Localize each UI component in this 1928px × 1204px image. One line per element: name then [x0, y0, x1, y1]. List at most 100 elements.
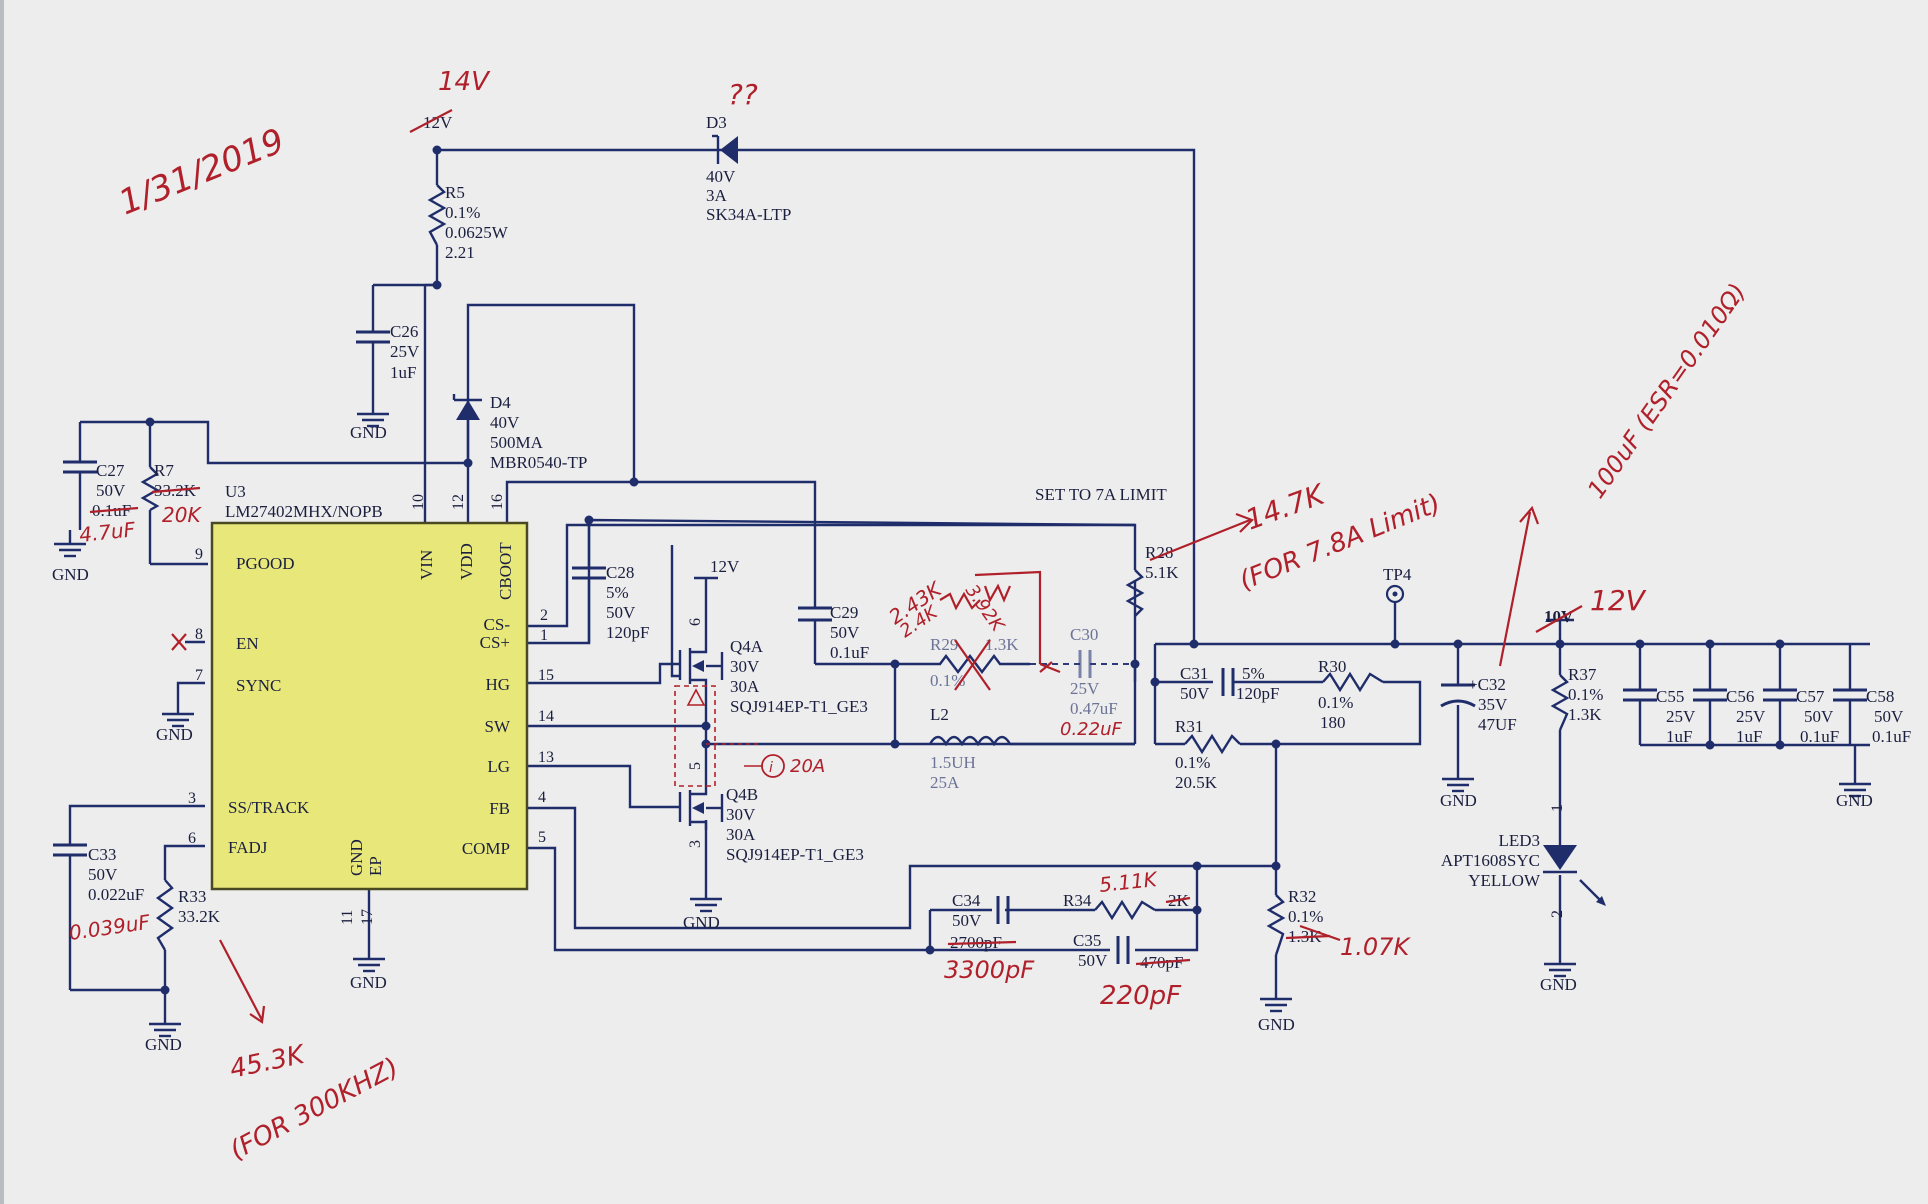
pin-en: EN [236, 634, 259, 653]
r5-tol: 0.1% [445, 203, 480, 222]
pin-num-1: 1 [540, 627, 548, 644]
pin-hg: HG [485, 675, 510, 694]
c30-voltage: 25V [1070, 679, 1100, 698]
c30-capacitor [1030, 650, 1135, 678]
c33-capacitor [53, 843, 87, 857]
c27-gnd-label: GND [52, 565, 89, 584]
pin-fb: FB [489, 799, 510, 818]
q4b-pin-bot: 3 [687, 840, 704, 848]
d3-part: SK34A-LTP [706, 205, 791, 224]
pin-comp: COMP [462, 839, 510, 858]
note-c34-3300: 3300pF [944, 956, 1035, 984]
led3-gnd-label: GND [1540, 975, 1577, 994]
u3-gnd-label: GND [350, 973, 387, 992]
r7-strike [151, 486, 201, 494]
out-strike [1535, 605, 1583, 633]
r29-value: 1.3K [985, 635, 1019, 654]
d3-voltage: 40V [706, 167, 736, 186]
r5-value: 2.21 [445, 243, 475, 262]
c26-voltage: 25V [390, 342, 420, 361]
u3-ref: U3 [225, 482, 246, 501]
c34-capacitor [996, 896, 1010, 924]
c29-voltage: 50V [830, 623, 860, 642]
pin-sstrack: SS/TRACK [228, 798, 310, 817]
c55-value: 1uF [1666, 727, 1692, 746]
c58-value: 0.1uF [1872, 727, 1911, 746]
pin-num-14: 14 [538, 708, 554, 725]
c55-ref: C55 [1656, 687, 1684, 706]
r32-gnd-label: GND [1258, 1015, 1295, 1034]
note-r29-resistor [939, 591, 981, 611]
q4a-voltage: 30V [730, 657, 760, 676]
pin-num-9: 9 [195, 546, 203, 563]
bulk-capacitors [1623, 688, 1867, 702]
c35-capacitor [1116, 936, 1130, 964]
r37-value: 1.3K [1568, 705, 1602, 724]
q4b-part: SQJ914EP-T1_GE3 [726, 845, 864, 864]
junction-dots [145, 145, 1785, 995]
r31-ref: R31 [1175, 717, 1203, 736]
tp4-ref: TP4 [1383, 565, 1412, 584]
c32-ref: +C32 [1468, 675, 1506, 694]
c30-value: 0.47uF [1070, 699, 1118, 718]
pin-num-16: 16 [489, 494, 506, 510]
r30-resistor [1322, 671, 1384, 693]
r7-ref: R7 [154, 461, 174, 480]
c30-ref: C30 [1070, 625, 1098, 644]
note-c30-022: 0.22uF [1060, 719, 1122, 740]
pin-numbers: 9 8 7 3 6 2 1 15 14 13 4 5 10 12 16 11 1… [188, 494, 554, 925]
r5-ref: R5 [445, 183, 465, 202]
pin-num-11: 11 [339, 910, 356, 925]
vin-net-label: 12V [423, 113, 453, 132]
r29-resistor [930, 654, 1030, 674]
pin-num-12: 12 [450, 494, 467, 510]
c58-voltage: 50V [1874, 707, 1904, 726]
pin-num-15: 15 [538, 667, 554, 684]
r34-ref: R34 [1063, 891, 1092, 910]
c26-gnd-label: GND [350, 423, 387, 442]
pin-num-2: 2 [540, 607, 548, 624]
r30-value: 180 [1320, 713, 1346, 732]
pin-fadj: FADJ [228, 838, 268, 857]
c33-voltage: 50V [88, 865, 118, 884]
l2-ref: L2 [930, 705, 949, 724]
paper-sheet [4, 0, 1928, 1204]
r28-value: 5.1K [1145, 563, 1179, 582]
note-vin-14v: 14V [438, 67, 491, 97]
c28-value: 120pF [606, 623, 649, 642]
c33-value: 0.022uF [88, 885, 144, 904]
r7-resistor [140, 466, 160, 512]
r28-ref: R28 [1145, 543, 1173, 562]
note-r32-107k: 1.07K [1340, 933, 1411, 961]
r34-strike [1165, 896, 1191, 904]
c29-capacitor [798, 606, 832, 622]
note-r29c-resistor [983, 583, 1012, 603]
out-net-label: 10V [1544, 607, 1574, 626]
pin-sync: SYNC [236, 676, 281, 695]
led3-part: APT1608SYC [1441, 851, 1540, 870]
c31-tol: 5% [1242, 664, 1265, 683]
r31-value: 20.5K [1175, 773, 1218, 792]
r30-tol: 0.1% [1318, 693, 1353, 712]
pin-num-3: 3 [188, 790, 196, 807]
d4-diode [452, 394, 482, 463]
q4-sense-marker [686, 688, 706, 706]
r34-resistor [1094, 899, 1156, 921]
r33-gnd-label: GND [145, 1035, 182, 1054]
r29-cross-out [954, 639, 991, 691]
r5-power: 0.0625W [445, 223, 509, 242]
pin-num-17: 17 [359, 909, 376, 925]
r37-tol: 0.1% [1568, 685, 1603, 704]
c28-tol: 5% [606, 583, 629, 602]
c28-ref: C28 [606, 563, 634, 582]
c55-voltage: 25V [1666, 707, 1696, 726]
q4a-mosfet [678, 640, 724, 700]
note-c27-4u7: 4.7uF [78, 517, 137, 547]
pin-pgood: PGOOD [236, 554, 295, 573]
r5-resistor [427, 184, 447, 246]
l2-value: 1.5UH [930, 753, 976, 772]
c35-voltage: 50V [1078, 951, 1108, 970]
r28-resistor [1125, 569, 1145, 617]
c31-value: 120pF [1236, 684, 1279, 703]
